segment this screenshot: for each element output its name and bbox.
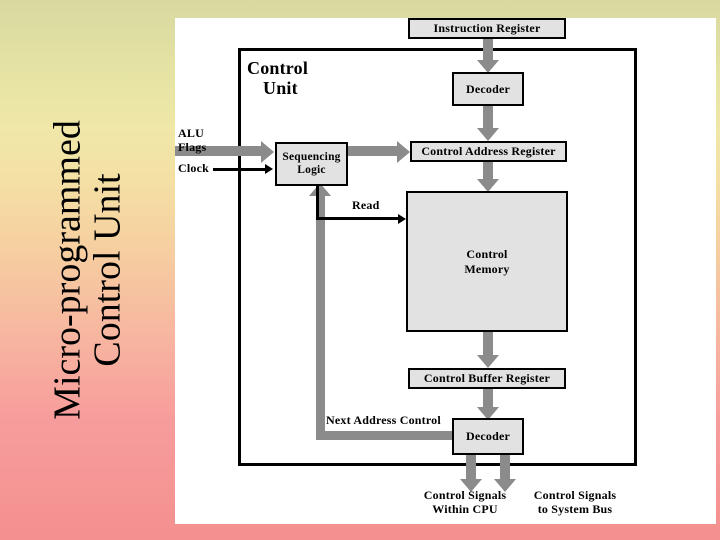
- arrow-next-address-control-vertical: [316, 195, 325, 435]
- arrow-sequencing-logic-to-car-shaft: [348, 146, 398, 156]
- label-next-address-control: Next Address Control: [326, 413, 441, 427]
- arrow-sequencing-logic-to-car-head: [397, 141, 410, 163]
- box-sequencing-logic[interactable]: Sequencing Logic: [275, 142, 348, 186]
- arrow-control-memory-to-cbr-shaft: [483, 332, 493, 356]
- arrow-control-signals-within-cpu-head: [460, 479, 482, 492]
- box-decoder-top[interactable]: Decoder: [452, 72, 524, 106]
- label-read: Read: [352, 198, 380, 212]
- slide-title-band: Micro-programmed Control Unit: [0, 0, 175, 540]
- box-instruction-register-label: Instruction Register: [433, 21, 541, 35]
- box-decoder-bottom-label: Decoder: [465, 429, 511, 443]
- box-control-address-register-label: Control Address Register: [421, 144, 556, 158]
- page-title-line2: Control Unit: [86, 173, 129, 367]
- label-control-signals-to-system-bus: Control Signals to System Bus: [500, 488, 650, 516]
- box-decoder-bottom[interactable]: Decoder: [452, 418, 524, 455]
- box-sequencing-logic-label-line2: Logic: [297, 164, 326, 176]
- control-unit-label-line2: Unit: [263, 78, 298, 99]
- arrow-car-to-control-memory-shaft: [483, 162, 493, 180]
- box-control-memory[interactable]: Control Memory: [406, 191, 568, 332]
- arrow-next-address-control-horizontal: [316, 431, 454, 440]
- arrow-alu-flags-to-sequencing-logic-shaft: [175, 146, 262, 156]
- line-read-vertical: [316, 172, 319, 219]
- page-title-line1: Micro-programmed: [46, 120, 89, 420]
- label-control-signals-to-system-bus-line2: to System Bus: [537, 502, 613, 517]
- control-unit-label-line1: Control: [247, 58, 309, 78]
- box-control-buffer-register-label: Control Buffer Register: [423, 371, 551, 385]
- arrow-ir-to-decoder-shaft: [483, 39, 493, 61]
- box-instruction-register[interactable]: Instruction Register: [408, 18, 566, 39]
- label-alu-flags-line2: Flags: [178, 140, 207, 155]
- arrow-control-signals-to-system-bus-shaft: [500, 455, 510, 481]
- arrow-cbr-to-decoder-shaft: [483, 389, 493, 408]
- line-read-horizontal: [316, 217, 400, 220]
- arrow-car-to-control-memory-head: [477, 179, 499, 192]
- box-sequencing-logic-label: Sequencing Logic: [282, 151, 340, 177]
- control-unit-boundary: [238, 48, 637, 466]
- box-control-memory-label-line2: Memory: [464, 261, 510, 276]
- line-clock-arrow-head: [265, 164, 273, 174]
- box-control-address-register[interactable]: Control Address Register: [410, 141, 567, 162]
- arrow-cbr-to-decoder-head: [477, 407, 499, 420]
- box-control-memory-label: Control Memory: [464, 247, 509, 275]
- label-clock: Clock: [178, 161, 209, 175]
- box-decoder-top-label: Decoder: [465, 81, 511, 96]
- box-control-buffer-register[interactable]: Control Buffer Register: [408, 368, 566, 389]
- arrow-decoder-to-car-shaft: [483, 106, 493, 129]
- label-alu-flags: ALU Flags: [178, 126, 206, 154]
- page-title: Micro-programmed Control Unit: [46, 120, 129, 420]
- arrow-ir-to-decoder-head: [477, 60, 499, 73]
- box-control-memory-label-line1: Control: [466, 247, 508, 262]
- arrow-control-signals-within-cpu-shaft: [466, 455, 476, 481]
- diagram-canvas: Control Unit Instruc: [175, 18, 716, 524]
- arrow-decoder-to-car-head: [477, 128, 499, 141]
- arrow-alu-flags-to-sequencing-logic-head: [261, 141, 274, 163]
- label-control-signals-within-cpu-line1: Control Signals: [423, 488, 507, 502]
- label-control-signals-to-system-bus-line1: Control Signals: [533, 488, 617, 502]
- arrow-control-signals-to-system-bus-head: [494, 479, 516, 492]
- box-sequencing-logic-label-line1: Sequencing: [282, 150, 341, 163]
- label-control-signals-within-cpu: Control Signals Within CPU: [390, 488, 540, 516]
- arrow-control-memory-to-cbr-head: [477, 355, 499, 368]
- control-unit-label: Control Unit: [247, 58, 377, 98]
- label-alu-flags-line1: ALU: [178, 126, 204, 140]
- label-control-signals-within-cpu-line2: Within CPU: [432, 502, 498, 517]
- line-read-arrow-head: [398, 214, 406, 224]
- arrow-next-address-control-head: [309, 183, 331, 196]
- line-clock-to-sequencing-logic: [213, 168, 266, 171]
